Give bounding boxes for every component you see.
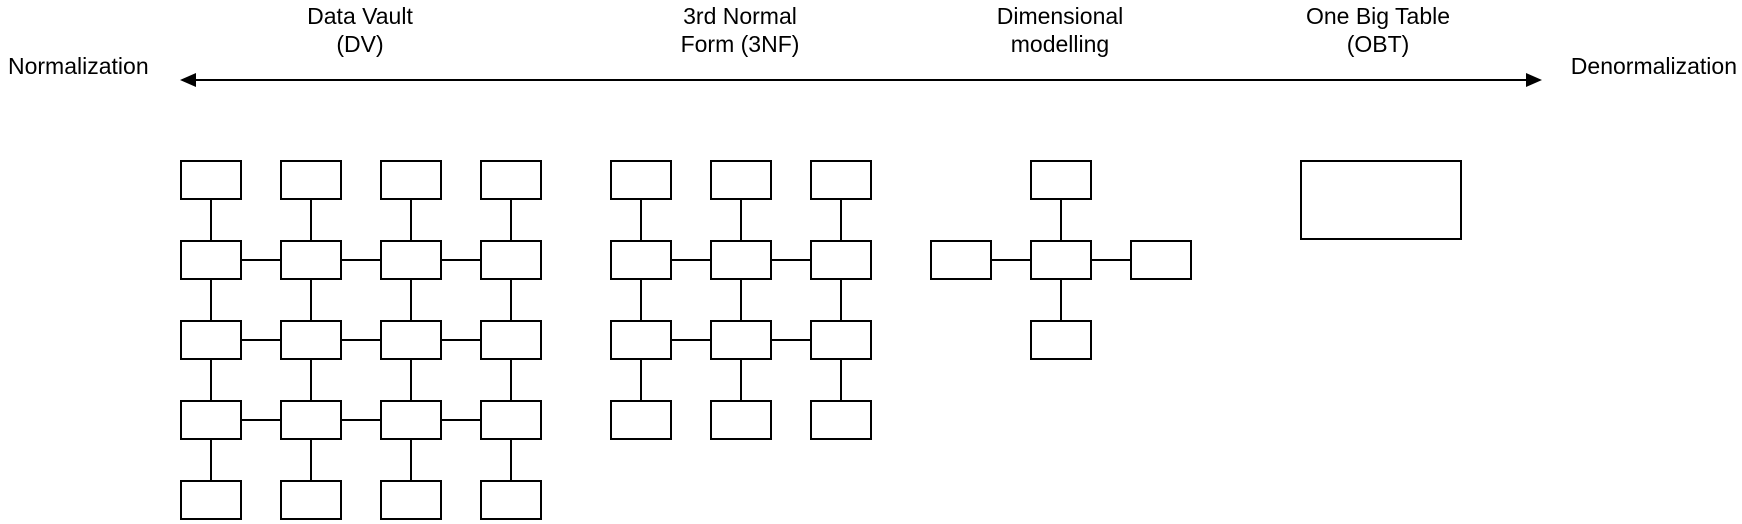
- table-box: [380, 240, 442, 280]
- title-dimensional-modelling-line2: modelling: [1010, 31, 1110, 57]
- relationship-link: [442, 339, 480, 341]
- dimension-table-box: [1130, 240, 1192, 280]
- relationship-link: [310, 360, 312, 400]
- table-box: [610, 160, 672, 200]
- relationship-link: [210, 440, 212, 480]
- relationship-link: [310, 440, 312, 480]
- table-box: [610, 320, 672, 360]
- relationship-link: [840, 360, 842, 400]
- table-box: [480, 160, 542, 200]
- table-box: [480, 240, 542, 280]
- normalization-label: Normalization: [8, 53, 149, 79]
- table-box: [280, 480, 342, 520]
- title-dimensional-modelling-line1: Dimensional: [996, 3, 1124, 29]
- dimension-table-box: [1030, 320, 1092, 360]
- table-box: [710, 160, 772, 200]
- arrow-line: [194, 79, 1528, 81]
- table-box: [280, 160, 342, 200]
- table-box: [380, 160, 442, 200]
- table-box: [810, 160, 872, 200]
- denormalization-label: Denormalization: [1570, 53, 1737, 79]
- relationship-link: [640, 280, 642, 320]
- relationship-link: [640, 200, 642, 240]
- title-dimensional-modelling: Dimensional modelling: [997, 2, 1124, 58]
- relationship-link: [510, 440, 512, 480]
- title-one-big-table-line1: One Big Table: [1305, 3, 1451, 29]
- one-big-table-box: [1300, 160, 1462, 240]
- title-third-normal-form-line2: Form (3NF): [680, 31, 800, 57]
- table-box: [710, 240, 772, 280]
- table-box: [280, 320, 342, 360]
- relationship-link: [242, 259, 280, 261]
- table-box: [710, 400, 772, 440]
- dimension-table-box: [930, 240, 992, 280]
- table-box: [810, 320, 872, 360]
- table-box: [480, 480, 542, 520]
- relationship-link: [510, 200, 512, 240]
- table-box: [380, 320, 442, 360]
- relationship-link: [210, 360, 212, 400]
- relationship-link: [410, 200, 412, 240]
- relationship-link: [740, 200, 742, 240]
- table-box: [480, 400, 542, 440]
- relationship-link: [672, 259, 710, 261]
- table-box: [380, 480, 442, 520]
- title-one-big-table: One Big Table (OBT): [1306, 2, 1450, 58]
- relationship-link: [640, 360, 642, 400]
- relationship-link: [342, 419, 380, 421]
- table-box: [810, 240, 872, 280]
- table-box: [180, 480, 242, 520]
- arrow-left-head-icon: [180, 73, 196, 87]
- relationship-link: [410, 280, 412, 320]
- arrow-right-head-icon: [1526, 73, 1542, 87]
- relationship-link: [840, 280, 842, 320]
- relationship-link: [772, 259, 810, 261]
- table-box: [180, 160, 242, 200]
- relationship-link: [410, 360, 412, 400]
- relationship-link: [342, 339, 380, 341]
- relationship-link: [410, 440, 412, 480]
- table-box: [610, 400, 672, 440]
- relationship-link: [342, 259, 380, 261]
- relationship-link: [840, 200, 842, 240]
- table-box: [610, 240, 672, 280]
- relationship-link: [442, 259, 480, 261]
- table-box: [180, 320, 242, 360]
- title-third-normal-form-line1: 3rd Normal: [683, 3, 797, 29]
- relationship-link: [242, 339, 280, 341]
- relationship-link: [310, 200, 312, 240]
- table-box: [280, 240, 342, 280]
- title-third-normal-form: 3rd Normal Form (3NF): [681, 2, 800, 58]
- relationship-link: [772, 339, 810, 341]
- title-data-vault-line2: (DV): [336, 31, 384, 57]
- relationship-link: [1060, 200, 1062, 240]
- table-box: [180, 400, 242, 440]
- title-data-vault-line1: Data Vault: [307, 3, 413, 29]
- relationship-link: [310, 280, 312, 320]
- relationship-link: [210, 200, 212, 240]
- relationship-link: [242, 419, 280, 421]
- table-box: [710, 320, 772, 360]
- table-box: [810, 400, 872, 440]
- table-box: [380, 400, 442, 440]
- title-one-big-table-line2: (OBT): [1346, 31, 1410, 57]
- table-box: [180, 240, 242, 280]
- table-box: [280, 400, 342, 440]
- title-data-vault: Data Vault (DV): [307, 2, 413, 58]
- relationship-link: [510, 280, 512, 320]
- relationship-link: [992, 259, 1030, 261]
- relationship-link: [1060, 280, 1062, 320]
- fact-table-box: [1030, 240, 1092, 280]
- relationship-link: [1092, 259, 1130, 261]
- relationship-link: [672, 339, 710, 341]
- relationship-link: [740, 280, 742, 320]
- relationship-link: [740, 360, 742, 400]
- table-box: [480, 320, 542, 360]
- relationship-link: [442, 419, 480, 421]
- relationship-link: [510, 360, 512, 400]
- relationship-link: [210, 280, 212, 320]
- dimension-table-box: [1030, 160, 1092, 200]
